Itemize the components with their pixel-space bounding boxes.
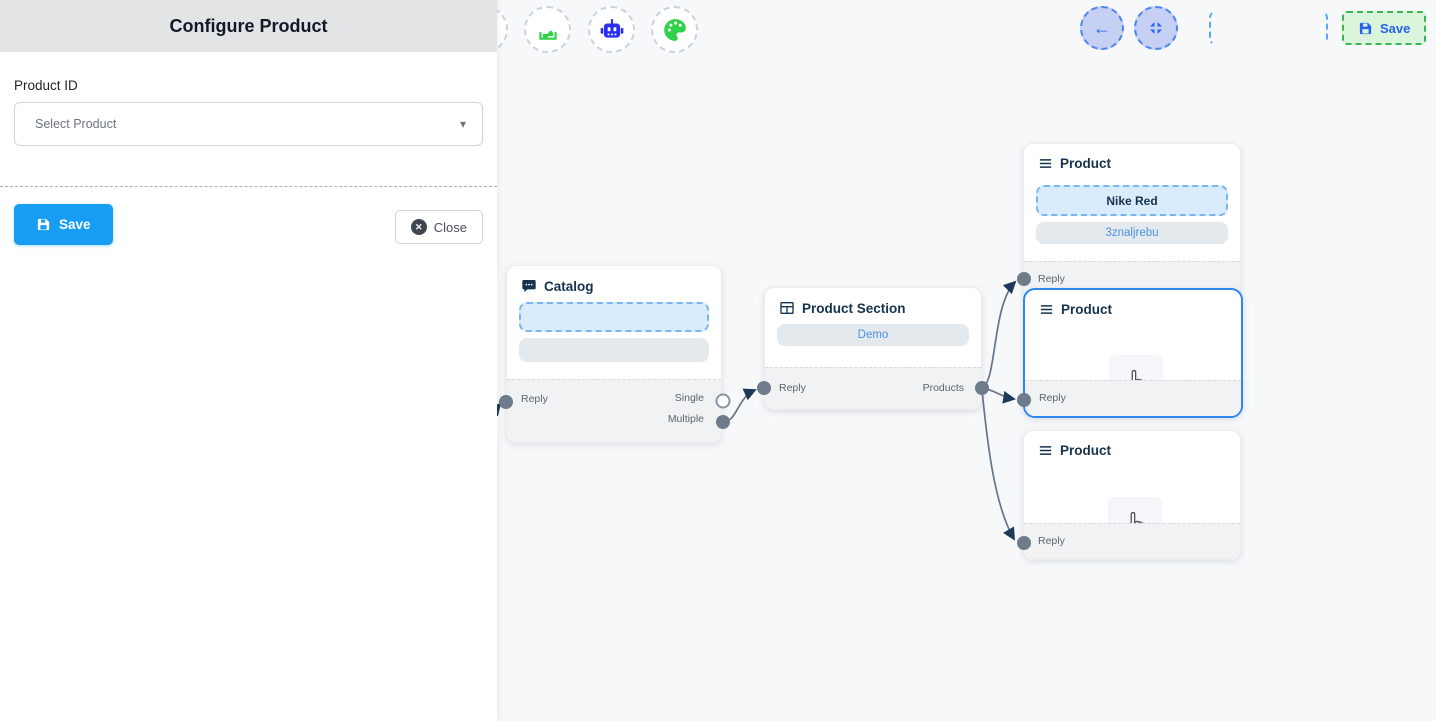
panel-close-button[interactable]: ✕ Close xyxy=(394,210,483,244)
catalog-node[interactable]: Catalog Reply Single Multiple xyxy=(506,265,722,443)
product-section-body: Demo xyxy=(765,322,981,367)
panel-close-label: Close xyxy=(433,219,467,235)
product-node-2-title: Product xyxy=(1061,302,1113,317)
edge-products-to-product2 xyxy=(981,387,1016,404)
back-arrow-icon: ← xyxy=(1093,17,1111,38)
demo-label: Demo xyxy=(857,329,889,341)
theme-button[interactable] xyxy=(651,6,698,53)
product-option-nike-red[interactable]: Nike Red xyxy=(1036,185,1228,216)
save-icon xyxy=(37,218,50,231)
catalog-node-title: Catalog xyxy=(544,278,594,294)
product-node-2-header: Product xyxy=(1025,290,1241,323)
product-section-footer: Reply Products xyxy=(765,367,981,409)
product-id-label: Product ID xyxy=(14,78,78,93)
chevron-down-icon: ▾ xyxy=(459,117,466,131)
product-node-2[interactable]: Product Reply xyxy=(1023,288,1243,418)
catalog-node-body xyxy=(507,300,721,379)
toolbar-hidden-button[interactable] xyxy=(497,6,508,53)
panel-header: Configure Product xyxy=(0,0,497,52)
product-node-3[interactable]: Product Reply xyxy=(1023,430,1241,560)
product-node-1-reply-label: Reply xyxy=(1038,273,1065,285)
catalog-secondary-field[interactable] xyxy=(519,338,709,362)
catalog-reply-label: Reply xyxy=(521,393,548,405)
catalog-multiple-label: Multiple xyxy=(667,413,704,425)
palette-icon xyxy=(663,18,686,41)
catalog-node-header: Catalog xyxy=(507,266,721,300)
product-section-reply-label: Reply xyxy=(779,382,806,394)
product-node-3-header: Product xyxy=(1024,431,1240,464)
robot-icon xyxy=(600,18,623,38)
product-section-header: Product Section xyxy=(765,288,981,322)
product-select-value: Select Product xyxy=(35,117,117,131)
stack-button[interactable] xyxy=(524,6,571,53)
panel-divider xyxy=(0,186,497,187)
chat-icon xyxy=(522,280,536,292)
product-select[interactable]: Select Product ▾ xyxy=(14,102,483,146)
edge-products-to-product3 xyxy=(981,389,1015,541)
secondary-option-label: 3znaljrebu xyxy=(1105,227,1159,239)
panel-save-label: Save xyxy=(59,217,91,232)
canvas-save-label: Save xyxy=(1380,20,1411,36)
back-button[interactable]: ← xyxy=(1080,6,1124,50)
product-node-1-body: Nike Red 3znaljrebu xyxy=(1024,177,1240,261)
panel-title: Configure Product xyxy=(169,15,328,36)
product-section-node[interactable]: Product Section Demo Reply Products xyxy=(764,287,982,410)
product-node-1[interactable]: Product Nike Red 3znaljrebu Reply xyxy=(1023,143,1241,298)
fit-view-button[interactable] xyxy=(1134,6,1178,50)
stack-icon xyxy=(538,29,557,40)
product-node-3-reply-label: Reply xyxy=(1038,535,1065,547)
products-label: Products xyxy=(922,382,964,394)
grid-icon xyxy=(780,302,794,314)
configure-product-panel: Configure Product Product ID Select Prod… xyxy=(0,0,497,721)
catalog-node-footer: Reply Single Multiple xyxy=(507,379,721,442)
product-node-1-title: Product xyxy=(1060,156,1112,171)
product-node-2-reply-label: Reply xyxy=(1039,392,1066,404)
save-icon xyxy=(1359,22,1372,34)
product-section-title: Product Section xyxy=(802,300,906,316)
catalog-single-label: Single xyxy=(674,392,704,404)
ghost-button[interactable] xyxy=(1209,10,1328,46)
product-node-3-footer: Reply xyxy=(1024,523,1240,559)
edge-products-to-product1 xyxy=(981,280,1017,389)
edge-into-catalog-reply xyxy=(497,402,502,417)
product-section-demo-field[interactable]: Demo xyxy=(777,324,969,346)
menu-icon xyxy=(1039,159,1052,168)
menu-icon xyxy=(1039,446,1052,455)
panel-save-button[interactable]: Save xyxy=(14,204,113,245)
product-node-3-title: Product xyxy=(1060,443,1112,458)
product-option-secondary[interactable]: 3znaljrebu xyxy=(1036,222,1228,244)
nike-red-label: Nike Red xyxy=(1106,193,1158,208)
canvas-save-button[interactable]: Save xyxy=(1342,11,1427,45)
compress-icon xyxy=(1150,22,1162,34)
product-node-2-body xyxy=(1025,323,1241,409)
close-icon: ✕ xyxy=(410,219,427,235)
menu-icon xyxy=(1040,305,1053,314)
product-node-3-body xyxy=(1024,464,1240,551)
product-node-2-footer: Reply xyxy=(1025,380,1241,416)
product-node-1-header: Product xyxy=(1024,144,1240,177)
flow-canvas[interactable]: ← Save xyxy=(497,0,1436,721)
catalog-selected-field[interactable] xyxy=(519,302,709,332)
edge-multiple-to-section-reply xyxy=(722,388,757,423)
bot-button[interactable] xyxy=(588,6,635,53)
